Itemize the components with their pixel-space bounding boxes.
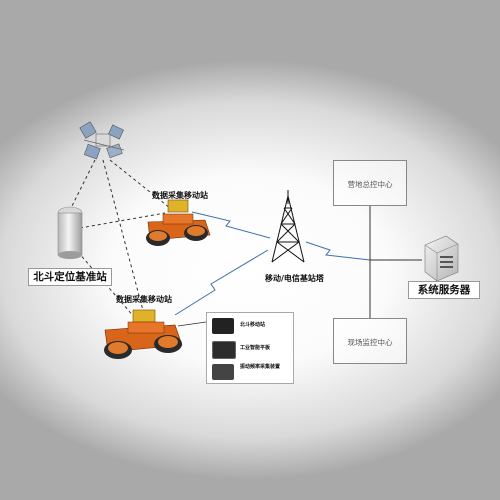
cell-tower-icon xyxy=(271,190,305,263)
tower-label: 移动/电信基站塔 xyxy=(265,274,324,283)
device-item: 北斗移动站 xyxy=(207,315,295,337)
base-to-rover-top-link xyxy=(79,212,166,229)
wireless-links xyxy=(174,211,371,316)
beidou-base-antenna-icon xyxy=(57,206,83,259)
beidou-rover-device-icon xyxy=(212,318,234,334)
device-item-label: 工业智能平板 xyxy=(240,345,271,351)
vibration-sensor-icon xyxy=(212,364,234,380)
rover-bottom-to-tower-link xyxy=(174,249,269,316)
server-icon xyxy=(424,235,459,282)
device-item: 工业智能平板 xyxy=(207,338,295,360)
satellite-icon xyxy=(79,121,125,160)
tower-to-server-link xyxy=(305,241,371,261)
site-monitor-center-label: 现场监控中心 xyxy=(347,338,393,347)
rover-top-to-tower-link xyxy=(191,211,271,239)
beidou-base-label: 北斗定位基准站 xyxy=(28,268,112,286)
camp-control-center-label: 营地总控中心 xyxy=(347,180,393,189)
server-label: 系统服务器 xyxy=(408,281,480,299)
camp-control-center-box: 营地总控中心 xyxy=(333,160,407,206)
server-network-lines xyxy=(369,205,422,318)
road-roller-bottom-icon xyxy=(104,309,207,359)
device-item-label: 北斗移动站 xyxy=(240,322,266,328)
mobile-station-top-label: 数据采集移动站 xyxy=(152,191,208,200)
device-panel: 北斗移动站 工业智能平板 振动频率采集装置 xyxy=(206,312,294,384)
road-roller-top-icon xyxy=(146,199,211,246)
tablet-icon xyxy=(212,341,236,359)
device-item-label: 振动频率采集装置 xyxy=(240,364,281,370)
site-monitor-center-box: 现场监控中心 xyxy=(333,318,407,364)
device-item: 振动频率采集装置 xyxy=(207,361,295,383)
sat-to-rover-top-link xyxy=(109,159,176,213)
mobile-station-bottom-label: 数据采集移动站 xyxy=(116,295,172,304)
sat-to-base-link xyxy=(69,159,96,211)
